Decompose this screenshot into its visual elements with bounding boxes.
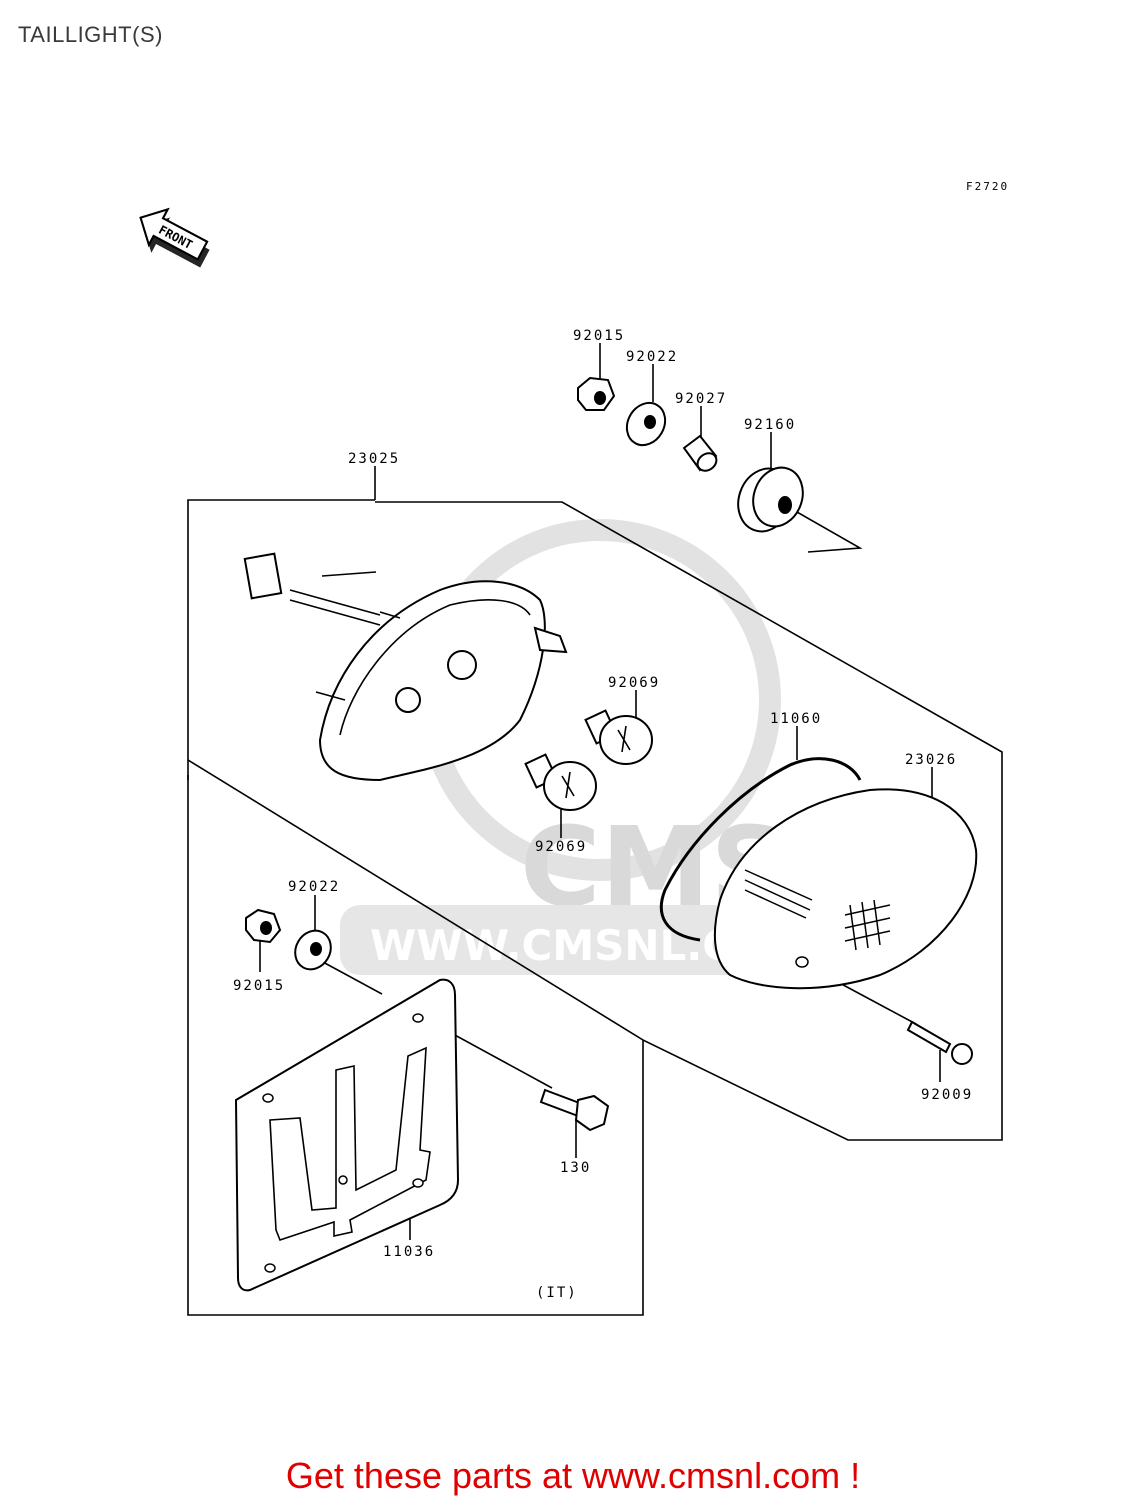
label-130: 130 (560, 1160, 591, 1176)
label-23026: 23026 (905, 752, 957, 768)
page-title: TAILLIGHT(S) (18, 22, 163, 47)
label-92022-left: 92022 (288, 879, 340, 895)
label-92015-left: 92015 (233, 978, 285, 994)
part-collar-92027 (682, 434, 718, 472)
label-92027: 92027 (675, 391, 727, 407)
part-washer-92022-top (625, 401, 667, 447)
front-arrow-icon: FRONT (139, 207, 210, 268)
label-92009: 92009 (921, 1087, 973, 1103)
label-92069-top: 92069 (608, 675, 660, 691)
label-11036: 11036 (383, 1244, 435, 1260)
part-bulb-92069-bottom (524, 753, 597, 811)
license-plate-outline (187, 759, 644, 1041)
part-lens-23026 (713, 788, 978, 990)
label-92160: 92160 (744, 417, 796, 433)
get-parts-link[interactable]: Get these parts at www.cmsnl.com ! (285, 1455, 861, 1496)
assembly-outline (187, 499, 1003, 1316)
part-nut-92015-left (245, 908, 282, 944)
part-nut-92015-top (577, 376, 616, 411)
label-11060: 11060 (770, 711, 822, 727)
figure-code: F2720 (966, 180, 1009, 193)
part-bulb-92069-top (584, 709, 653, 765)
part-screw-92009 (906, 1020, 973, 1065)
part-grommet-92160 (737, 466, 804, 533)
label-92015-top: 92015 (573, 328, 625, 344)
part-bolt-130 (539, 1088, 610, 1132)
label-92069-bottom: 92069 (535, 839, 587, 855)
exploded-parts-diagram: CMS WWW.CMSNL.COM F2720 FRONT (139, 180, 1009, 1316)
region-note: (IT) (536, 1285, 578, 1301)
label-23025: 23025 (348, 451, 400, 467)
part-gasket-11060 (659, 757, 862, 942)
part-license-bracket-11036 (234, 978, 460, 1292)
part-washer-92022-left (294, 929, 332, 971)
part-taillight-housing-23025 (243, 552, 568, 782)
label-92022-top: 92022 (626, 349, 678, 365)
